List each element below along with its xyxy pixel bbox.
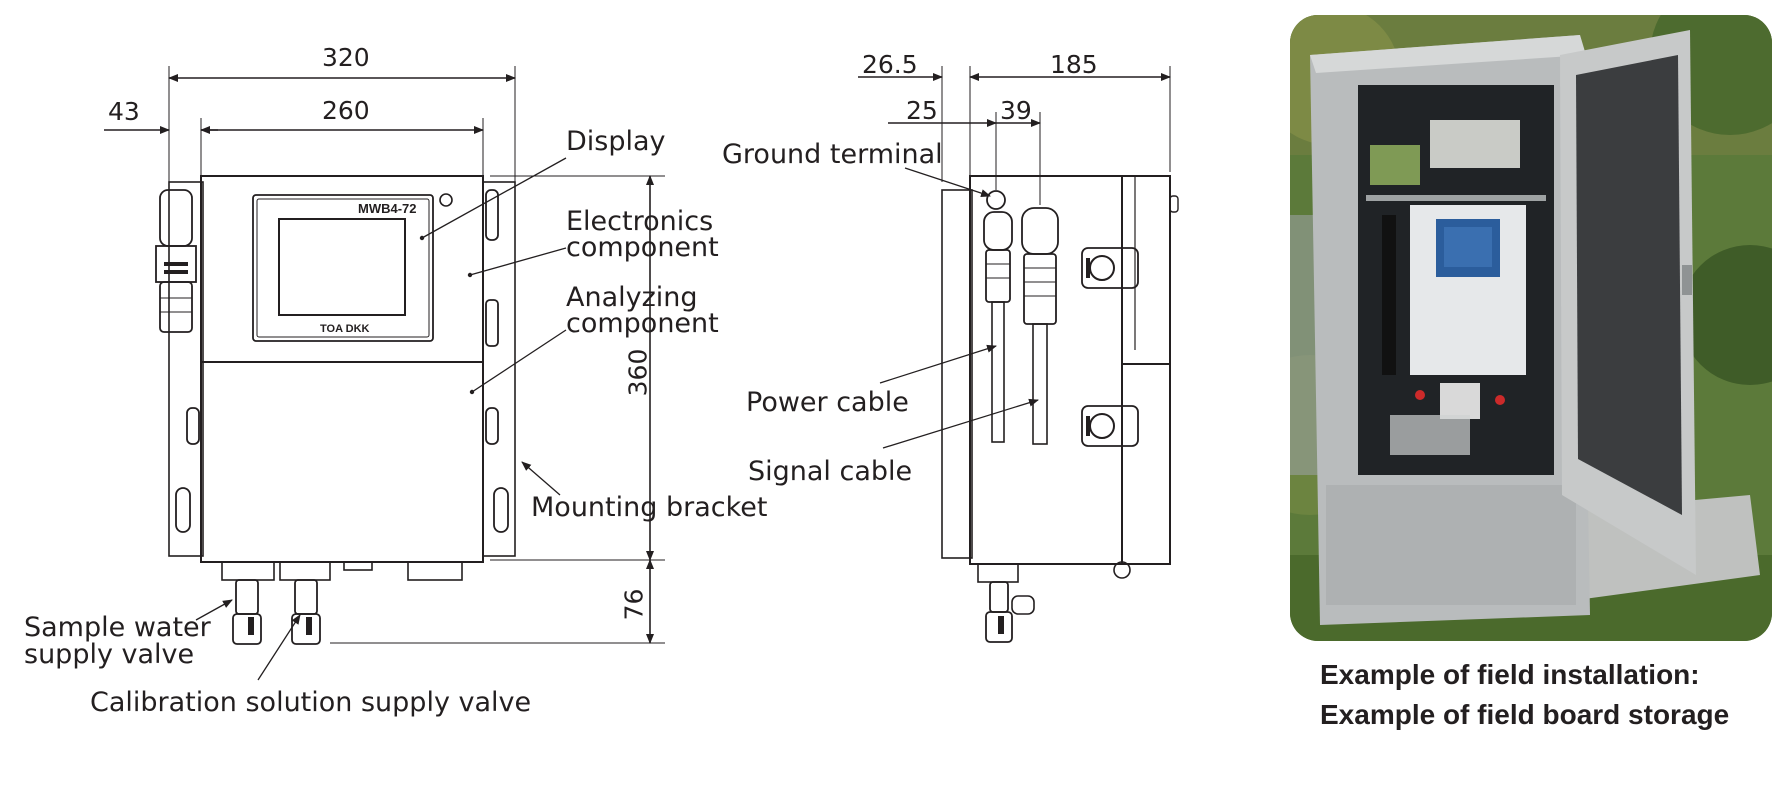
callout-sample-valve-line2: supply valve — [24, 639, 195, 670]
dim-label-43: 43 — [108, 97, 140, 126]
callout-electronics-line2: component — [566, 232, 719, 263]
photo-caption-line2: Example of field board storage — [1320, 699, 1730, 730]
dim-label-26-5: 26.5 — [862, 50, 918, 79]
ground-terminal — [986, 190, 1006, 210]
callout-signal-cable: Signal cable — [748, 456, 913, 487]
callout-analyzing-line1: Analyzing — [566, 282, 698, 313]
side-mounting-plate — [941, 189, 973, 559]
sample-valve-body — [235, 579, 259, 615]
field-cabinet-illustration — [1290, 15, 1772, 641]
enclosure-body — [200, 175, 484, 563]
dim-label-260: 260 — [322, 96, 370, 125]
callout-calibration-valve: Calibration solution supply valve — [90, 687, 532, 718]
callout-mounting-bracket: Mounting bracket — [531, 492, 768, 523]
callout-electronics-line1: Electronics — [566, 206, 714, 237]
callout-ground-terminal: Ground terminal — [722, 139, 943, 170]
signal-cable — [1032, 323, 1048, 445]
device-brand-label: TOA DKK — [320, 323, 370, 335]
callout-analyzing-line2: component — [566, 308, 719, 339]
side-door — [1121, 175, 1171, 365]
callout-sample-valve-line1: Sample water — [24, 612, 211, 643]
display-bezel — [252, 194, 434, 342]
field-installation-photo — [1290, 15, 1772, 641]
callout-power-cable: Power cable — [746, 387, 909, 418]
device-model-label: MWB4-72 — [358, 201, 417, 216]
dim-label-39: 39 — [1000, 96, 1032, 125]
display-screen — [278, 218, 406, 316]
dim-label-320: 320 — [322, 43, 370, 72]
front-view-drawing: MWB4-72 TOA DKK — [104, 66, 665, 681]
dim-label-360: 360 — [623, 348, 653, 397]
dim-label-76: 76 — [619, 588, 649, 621]
dim-label-185: 185 — [1050, 50, 1098, 79]
power-cable — [991, 301, 1005, 443]
side-view-drawing — [858, 66, 1179, 643]
photo-caption-line1: Example of field installation: — [1320, 659, 1700, 690]
calibration-valve-body — [294, 579, 318, 615]
dim-label-25: 25 — [906, 96, 938, 125]
mounting-bracket-left — [168, 181, 204, 557]
callout-display: Display — [566, 126, 666, 157]
